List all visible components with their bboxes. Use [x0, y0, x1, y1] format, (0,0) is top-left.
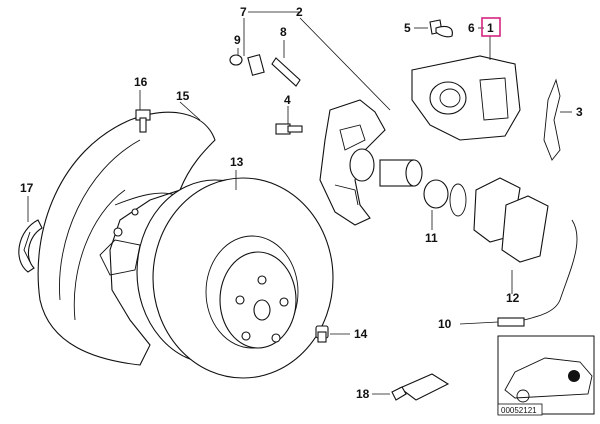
brake-disc — [136, 177, 334, 379]
parking-brake-shoe — [18, 219, 43, 273]
caliper-spring — [543, 78, 561, 161]
wheel-bolt — [315, 325, 329, 343]
dust-shield — [37, 111, 216, 366]
callout-1-highlight-box — [481, 17, 501, 37]
brake-caliper — [411, 55, 521, 141]
leader-lines — [27, 11, 572, 395]
callout-4: 4 — [284, 93, 291, 107]
callout-16: 16 — [134, 75, 148, 89]
reference-code-box — [497, 403, 543, 416]
piston-seal-kit — [349, 148, 467, 217]
callout-13: 13 — [230, 155, 244, 169]
callout-11: 11 — [425, 231, 438, 245]
car-inset-thumbnail — [497, 335, 595, 415]
callout-7: 7 — [240, 5, 247, 19]
callout-17: 17 — [20, 181, 34, 195]
callout-12: 12 — [506, 291, 520, 305]
callout-2: 2 — [296, 5, 303, 19]
callout-3: 3 — [576, 105, 583, 119]
reference-code: 00052121 — [501, 406, 537, 415]
guide-bolt-kit — [229, 54, 303, 135]
callout-10: 10 — [438, 317, 452, 331]
callout-15: 15 — [176, 89, 190, 103]
callout-8: 8 — [280, 25, 287, 39]
callout-1: 1 — [487, 21, 494, 35]
callout-6: 6 — [468, 21, 475, 35]
callout-18: 18 — [356, 387, 370, 401]
brake-pads — [473, 177, 549, 263]
callout-14: 14 — [354, 327, 368, 341]
callout-9: 9 — [234, 33, 241, 47]
bleeder-and-clip — [429, 19, 453, 38]
grease-tube — [391, 373, 450, 401]
shield-bolt — [135, 109, 151, 133]
callout-5: 5 — [404, 21, 411, 35]
